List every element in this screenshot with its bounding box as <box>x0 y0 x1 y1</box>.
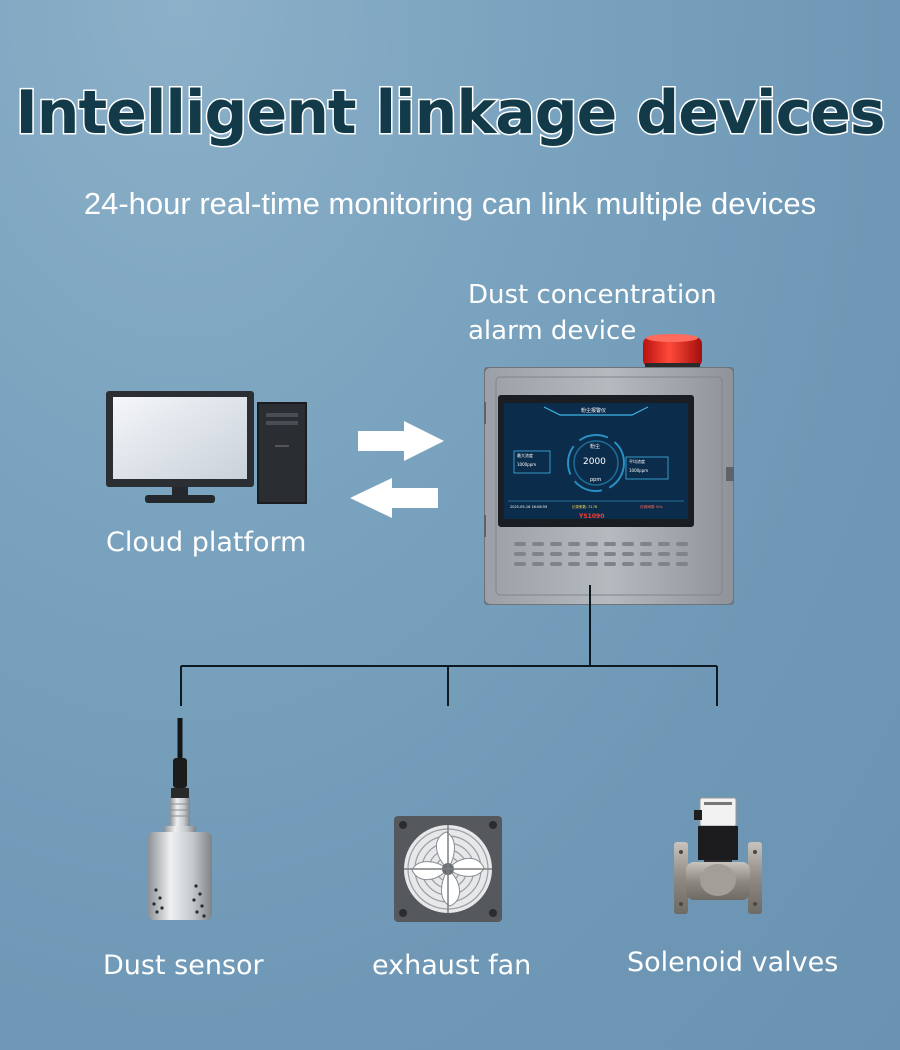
dust-sensor-label: Dust sensor <box>103 950 264 981</box>
screen-unit: ppm <box>590 477 602 483</box>
screen-value: 2000 <box>583 457 606 467</box>
screen-right-box-title: 平均浓度 <box>629 459 645 464</box>
arrow-right-icon <box>358 421 444 461</box>
alarm-light-icon <box>643 334 702 369</box>
screen-footer-time: 2025-05-16 16:06:59 <box>510 505 548 509</box>
dust-sensor-icon <box>148 718 212 920</box>
screen-header: 粉尘报警仪 <box>581 408 607 414</box>
arrow-left-icon <box>350 478 438 518</box>
computer-icon <box>106 391 307 504</box>
page-subtitle: 24-hour real-time monitoring can link mu… <box>83 186 817 221</box>
screen-left-box-value: 1000ppm <box>517 462 537 467</box>
screen-gauge-label: 粉尘 <box>590 444 601 450</box>
screen-footer-records: 记录条数: 3178 <box>572 505 598 509</box>
screen-footer-interval: 存储间隔: 60s <box>640 505 663 509</box>
screen-model: YS1090 <box>579 513 605 520</box>
exhaust-fan-icon <box>394 816 502 922</box>
alarm-device: 粉尘报警仪 粉尘 2000 ppm 最大浓度 1000ppm 平均浓度 1000… <box>484 367 734 605</box>
alarm-device-label-line2: alarm device <box>468 316 637 346</box>
cloud-platform-label: Cloud platform <box>106 527 307 558</box>
page-title: Intelligent linkage devices <box>14 77 887 150</box>
alarm-device-label-line1: Dust concentration <box>468 280 717 310</box>
solenoid-valve-label: Solenoid valves <box>627 947 839 978</box>
screen-right-box-value: 1000ppm <box>629 468 649 473</box>
solenoid-valve-icon <box>674 797 762 914</box>
screen-left-box-title: 最大浓度 <box>517 453 533 458</box>
exhaust-fan-label: exhaust fan <box>372 950 532 981</box>
alarm-device-label: Dust concentration alarm device <box>468 277 717 349</box>
